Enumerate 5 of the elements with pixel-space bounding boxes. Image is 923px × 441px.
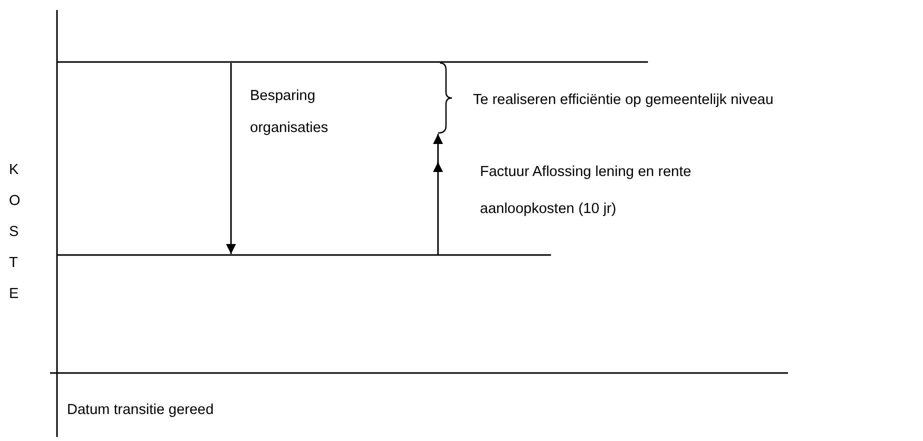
axis-label: Datum transitie gereed <box>67 401 215 420</box>
axis-label: KOSTE <box>9 161 20 304</box>
annotation-text: Besparing organisaties <box>250 87 330 138</box>
annotation-text: Te realiseren efficiëntie op gemeentelijk niveau <box>473 91 774 110</box>
annotation-text: Factuur Aflossing lening en rente aanloopkosten (10 jr) <box>480 163 692 219</box>
